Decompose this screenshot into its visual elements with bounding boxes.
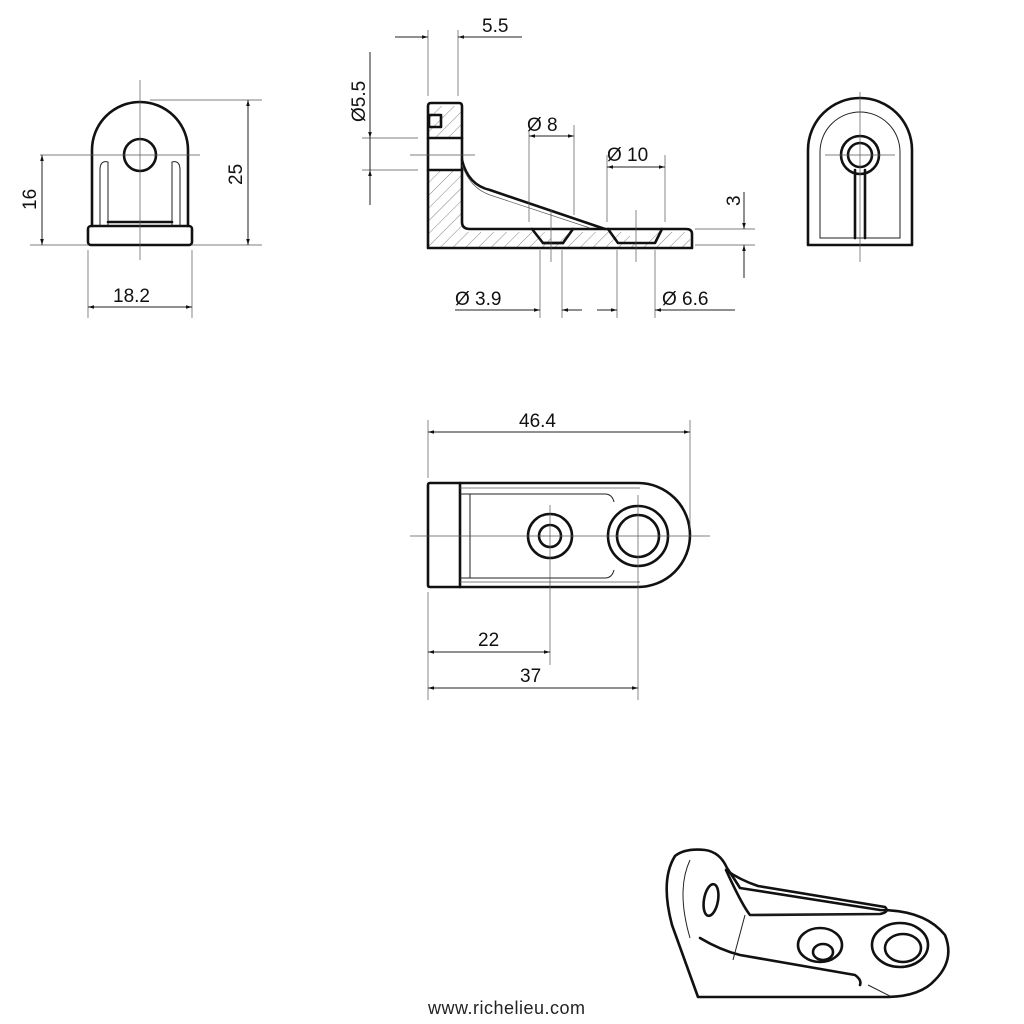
dim-hole-3-9: Ø 3.9 xyxy=(455,289,501,310)
dim-length-46-4: 46.4 xyxy=(519,411,556,432)
top-view: 46.4 22 37 xyxy=(410,411,710,700)
dim-hole-5-5: Ø5.5 xyxy=(349,81,370,122)
dim-counterbore-8: Ø 8 xyxy=(527,115,558,136)
dim-height-25: 25 xyxy=(226,164,247,185)
isometric-view xyxy=(665,848,950,999)
dim-offset-5-5: 5.5 xyxy=(482,16,508,37)
front-view: 25 16 18.2 xyxy=(20,80,262,318)
footer-url: www.richelieu.com xyxy=(427,998,586,1018)
dim-counterbore-10: Ø 10 xyxy=(607,145,648,166)
side-view: 5.5 Ø5.5 Ø 8 Ø 10 3 Ø 3.9 Ø 6.6 xyxy=(349,16,755,318)
dim-distance-37: 37 xyxy=(520,666,541,687)
end-view xyxy=(806,92,914,262)
dim-hole-6-6: Ø 6.6 xyxy=(662,289,708,310)
dim-thickness-3: 3 xyxy=(724,195,745,206)
dim-distance-22: 22 xyxy=(478,630,499,651)
dim-width-18-2: 18.2 xyxy=(113,286,150,307)
dim-height-16: 16 xyxy=(20,189,41,210)
